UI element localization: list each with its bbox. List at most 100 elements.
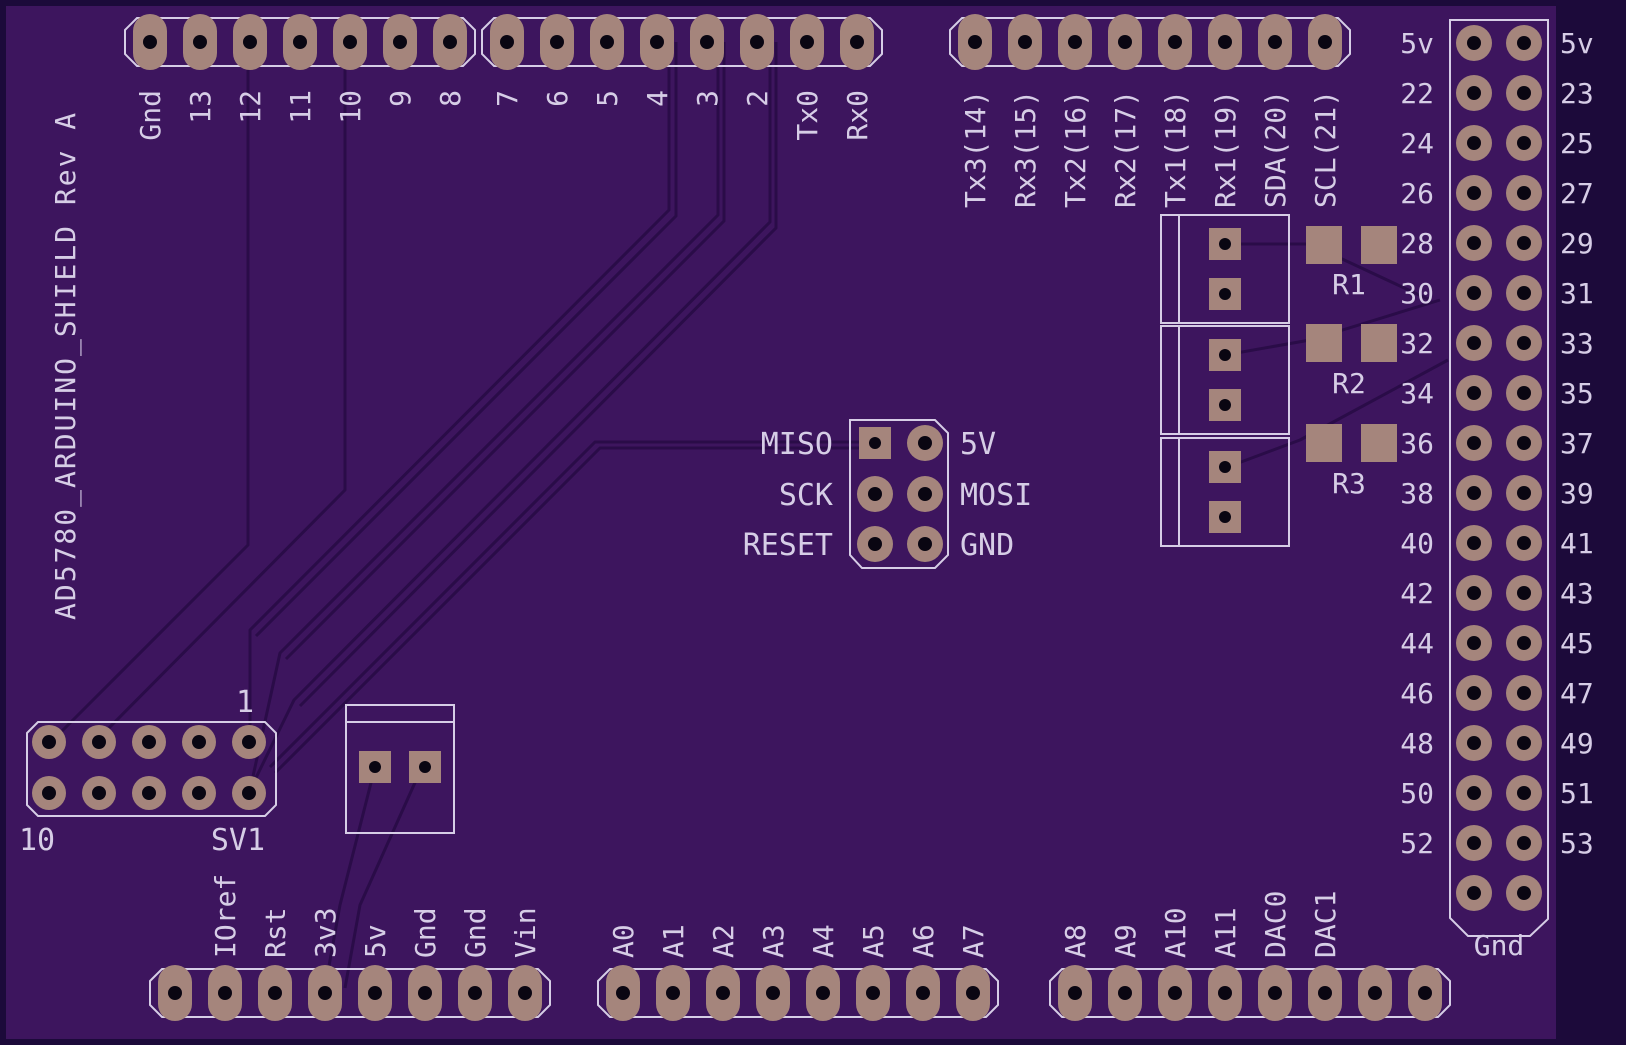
header-outline [149,968,551,1018]
pad-drill [1219,349,1231,361]
pad-drill [418,986,432,1000]
pads-layer [32,14,1542,1021]
trace-pin2b [298,42,778,708]
pad-drill [918,537,932,551]
pad-drill [42,786,56,800]
pin-label: A11 [1209,907,1242,958]
pad-drill [1517,386,1531,400]
pad-drill [1517,236,1531,250]
pin-label: A10 [1159,907,1192,958]
pin-label: Vin [509,907,542,958]
pad-drill [1517,436,1531,450]
pad-drill [1517,36,1531,50]
pad-drill [242,735,256,749]
pad-drill [218,986,232,1000]
icsp-label: MOSI [960,478,1032,513]
power-terminal-outline [345,704,455,834]
resistor-label: R1 [1332,268,1366,301]
pad-drill [1467,686,1481,700]
pin-label: 31 [1560,277,1594,310]
pad-drill [918,436,932,450]
icsp-label: GND [960,528,1014,563]
pin-label: Gnd [1474,929,1525,962]
pad-drill [193,35,207,49]
double-header-outline [1449,19,1549,937]
pad-drill [343,35,357,49]
pad-drill [419,761,431,773]
pin-label: 43 [1560,577,1594,610]
pad-drill [92,735,106,749]
pin-label: 7 [491,90,524,107]
pin-label: 38 [1400,477,1434,510]
pin-label: 11 [284,90,317,124]
pad-drill [1467,236,1481,250]
pad-drill [1467,136,1481,150]
pin-label: 3 [691,90,724,107]
pin-label: 4 [641,90,674,107]
pad-drill [1018,35,1032,49]
pad-drill [1517,586,1531,600]
pad-drill [1318,986,1332,1000]
pad-drill [1467,636,1481,650]
pad-drill [1218,986,1232,1000]
pad-drill [1517,686,1531,700]
pin-label: Gnd [134,90,167,141]
pad-drill [1467,286,1481,300]
resistor-pad [1361,324,1397,362]
pin-label: 49 [1560,727,1594,760]
pad-drill [1517,886,1531,900]
pad-drill [1318,35,1332,49]
pin-label: 10 [334,90,367,124]
sv1-outline [26,721,277,817]
pin-label: 32 [1400,327,1434,360]
pad-drill [192,786,206,800]
pin-label: 35 [1560,377,1594,410]
pad-drill [243,35,257,49]
pin-label: A9 [1109,924,1142,958]
pad-drill [1218,35,1232,49]
pad-drill [1467,786,1481,800]
pad-drill [1517,286,1531,300]
pad-drill [750,35,764,49]
pad-drill [268,986,282,1000]
pad-drill [1219,461,1231,473]
pad-drill [92,786,106,800]
pad-drill [968,35,982,49]
pad-drill [168,986,182,1000]
pad-drill [1517,636,1531,650]
pin-label: 53 [1560,827,1594,860]
resistor-pad [1306,424,1342,462]
pad-drill [866,986,880,1000]
pin-label: 6 [541,90,574,107]
pad-drill [1517,786,1531,800]
pad-drill [1418,986,1432,1000]
pin-label: 3v3 [309,907,342,958]
pin-label: 37 [1560,427,1594,460]
board-title: AD5780_ARDUINO_SHIELD Rev A [49,111,83,620]
pin-label: Tx2(16) [1059,90,1092,208]
pin-label: 42 [1400,577,1434,610]
board-outline [6,6,1556,1039]
pad-drill [918,487,932,501]
pin-label: 13 [184,90,217,124]
pin-label: Gnd [459,907,492,958]
pin-label: 34 [1400,377,1434,410]
pin-label: A3 [757,924,790,958]
pad-drill [1168,35,1182,49]
trace-power-b [343,766,424,989]
pad-drill [142,735,156,749]
pin-label: 50 [1400,777,1434,810]
pad-drill [1517,836,1531,850]
header-outline [481,17,883,67]
terminal-block-outline [1160,325,1290,435]
pad-drill [868,487,882,501]
pad-drill [916,986,930,1000]
pad-drill [1467,436,1481,450]
pin-label: 5v [1400,27,1434,60]
pin-label: 44 [1400,627,1434,660]
pad-drill [1467,586,1481,600]
pad-drill [1219,511,1231,523]
pin-label: DAC1 [1309,891,1342,958]
